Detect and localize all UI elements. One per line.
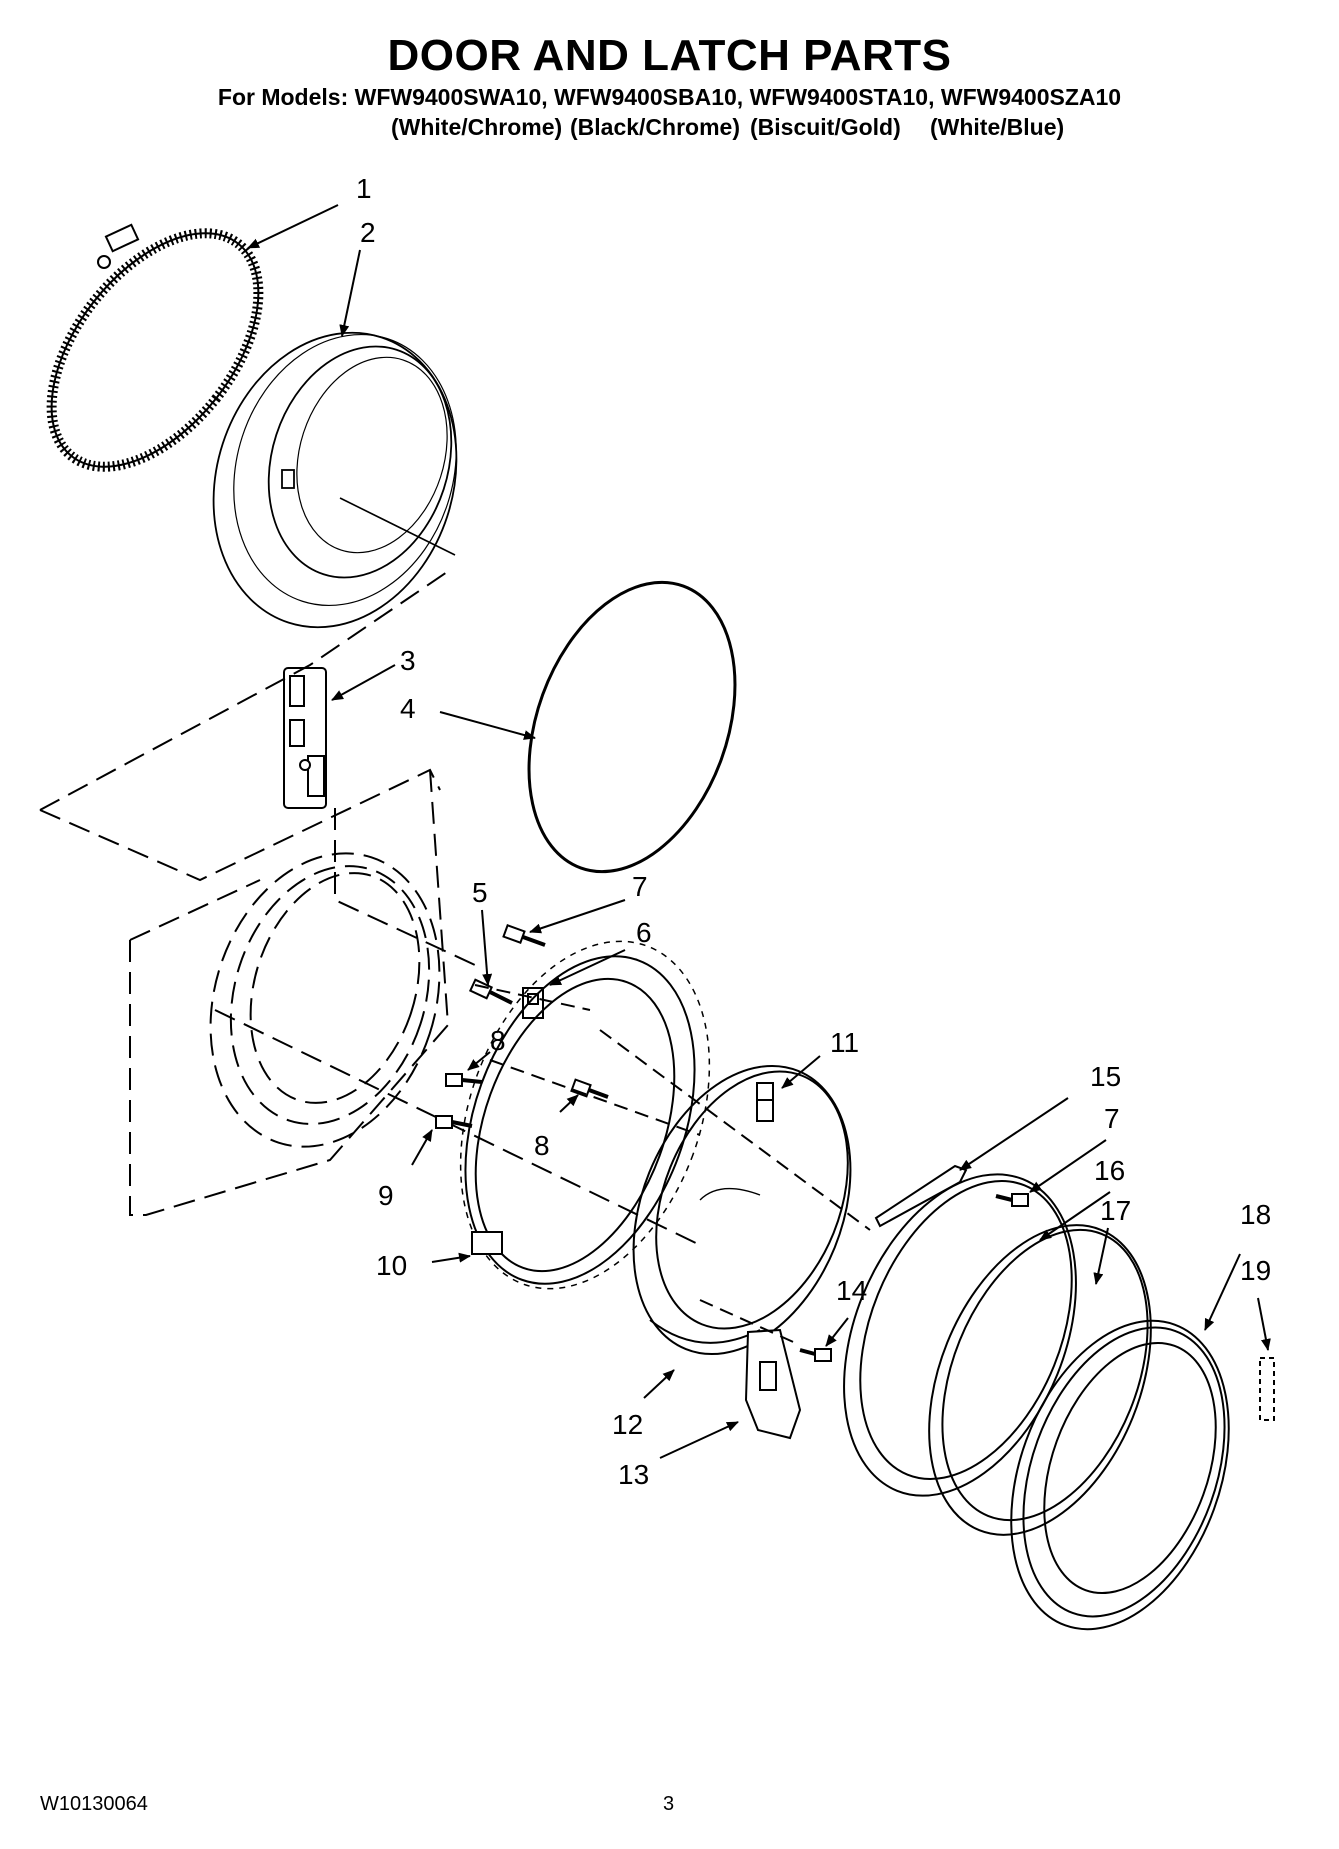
leader-line [1093,1227,1109,1285]
leader-line [659,1421,739,1459]
callout-number: 14 [836,1275,867,1306]
door-boot-part [212,331,458,629]
nameplate-part [1259,1357,1275,1421]
leader-line [643,1369,675,1399]
outer-door-panel-part [1010,1319,1230,1631]
callout-number: 2 [360,217,376,248]
door-handle-part [744,1328,802,1440]
header: DOOR AND LATCH PARTS For Models: WFW9400… [0,30,1339,112]
callout-number: 13 [618,1459,649,1490]
screw-part [445,1073,609,1099]
screw-part [995,1193,1029,1207]
door-lock-part [283,667,327,809]
outer-door-frame-part [843,1173,1077,1497]
callout-labels: 1 2 3 4 5 7 6 8 8 9 10 11 12 13 14 15 7 … [356,173,1271,1490]
callout-number: 7 [1104,1103,1120,1134]
leader-line [1039,1191,1111,1241]
callout-number: 11 [830,1027,859,1058]
leader-line [781,1055,821,1089]
leader-line [481,909,493,986]
clip-part [756,1082,774,1122]
leader-line [959,1097,1069,1171]
leader-line [549,949,626,986]
inner-door-frame-part [459,940,711,1290]
callout-number: 8 [490,1025,506,1056]
document-number: W10130064 [40,1793,148,1815]
callout-number: 16 [1094,1155,1125,1186]
leader-line [411,1129,433,1166]
screw-part [799,1348,832,1362]
variant-label: (Black/Chrome) [570,114,740,140]
callout-number: 12 [612,1409,643,1440]
screw-part [502,924,546,947]
callout-number: 1 [356,173,372,204]
leader-line [1257,1297,1271,1351]
leader-line [1204,1253,1241,1331]
leader-line [439,711,536,740]
variant-list: (White/Chrome) (Black/Chrome) (Biscuit/G… [0,114,1339,144]
screw-part [435,1115,473,1129]
leader-line [431,1252,471,1263]
alignment-lines [474,984,871,1346]
callout-number: 7 [632,871,648,902]
variant-label: (Biscuit/Gold) [750,114,901,140]
clamp-ring-part [46,223,264,472]
leader-line [339,249,361,337]
leader-line [559,1094,579,1113]
cabinet-front-panel [39,569,701,1246]
leader-line [825,1317,849,1347]
door-glass-part [632,1064,852,1356]
callout-number: 19 [1240,1255,1271,1286]
leader-lines [247,204,1271,1459]
window-gasket-part [527,580,737,874]
leader-line [247,204,339,249]
variant-label: (White/Chrome) [391,114,563,140]
door-trim-ring-part [928,1224,1152,1536]
model-list: For Models: WFW9400SWA10, WFW9400SBA10, … [217,84,1122,110]
callout-number: 18 [1240,1199,1271,1230]
hinge-bracket-part [874,1164,968,1228]
callout-number: 4 [400,693,416,724]
leader-line [1029,1139,1107,1193]
callout-number: 5 [472,877,488,908]
callout-number: 10 [376,1250,407,1281]
leader-line [467,1051,491,1071]
page-title: DOOR AND LATCH PARTS [387,31,952,80]
callout-number: 3 [400,645,416,676]
page-number: 3 [663,1793,675,1815]
callout-number: 9 [378,1180,394,1211]
leader-line [529,899,626,934]
callout-number: 15 [1090,1061,1121,1092]
callout-number: 6 [636,917,652,948]
callout-number: 17 [1100,1195,1131,1226]
variant-label: (White/Blue) [930,114,1065,140]
callout-number: 8 [534,1130,550,1161]
leader-line [331,664,396,701]
